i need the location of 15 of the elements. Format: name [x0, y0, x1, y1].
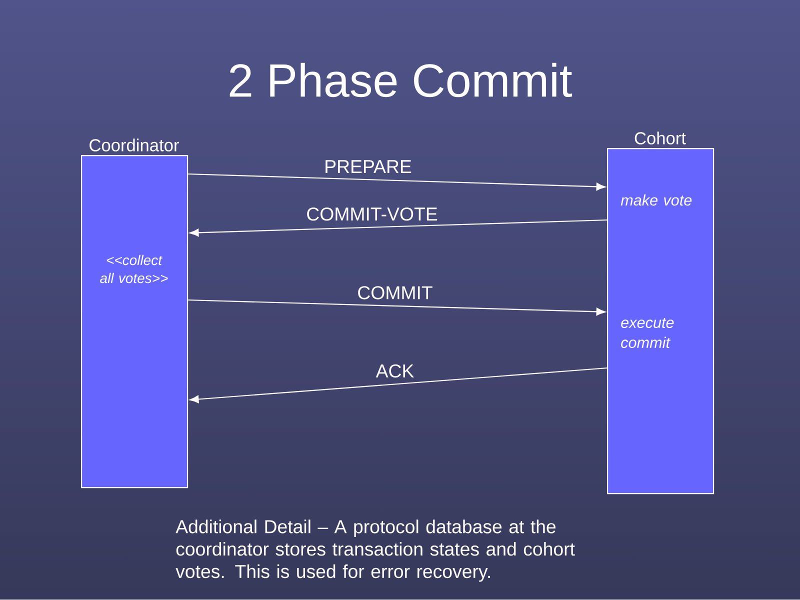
- arrow: [190, 219, 608, 237]
- edge-label: COMMIT: [358, 286, 432, 300]
- arrow: [190, 367, 608, 404]
- arrow: [188, 299, 606, 316]
- box-text: <<collect all votes>>: [100, 254, 168, 284]
- note-text: Additional Detail – A protocol database at the coordinator stores transaction states and cohort votes. This is used for error recovery.: [176, 520, 575, 582]
- arrow: [188, 173, 606, 191]
- edge-label: PREPARE: [326, 160, 412, 173]
- edge-label: COMMIT-VOTE: [307, 207, 438, 221]
- box-heading: Coordinator: [90, 138, 179, 152]
- edge-label: ACK: [376, 364, 414, 378]
- slide-title: 2 Phase Commit: [230, 62, 572, 98]
- box-heading: Cohort: [634, 132, 686, 144]
- box-text: execute commit: [621, 318, 674, 348]
- box-text: make vote: [620, 194, 692, 206]
